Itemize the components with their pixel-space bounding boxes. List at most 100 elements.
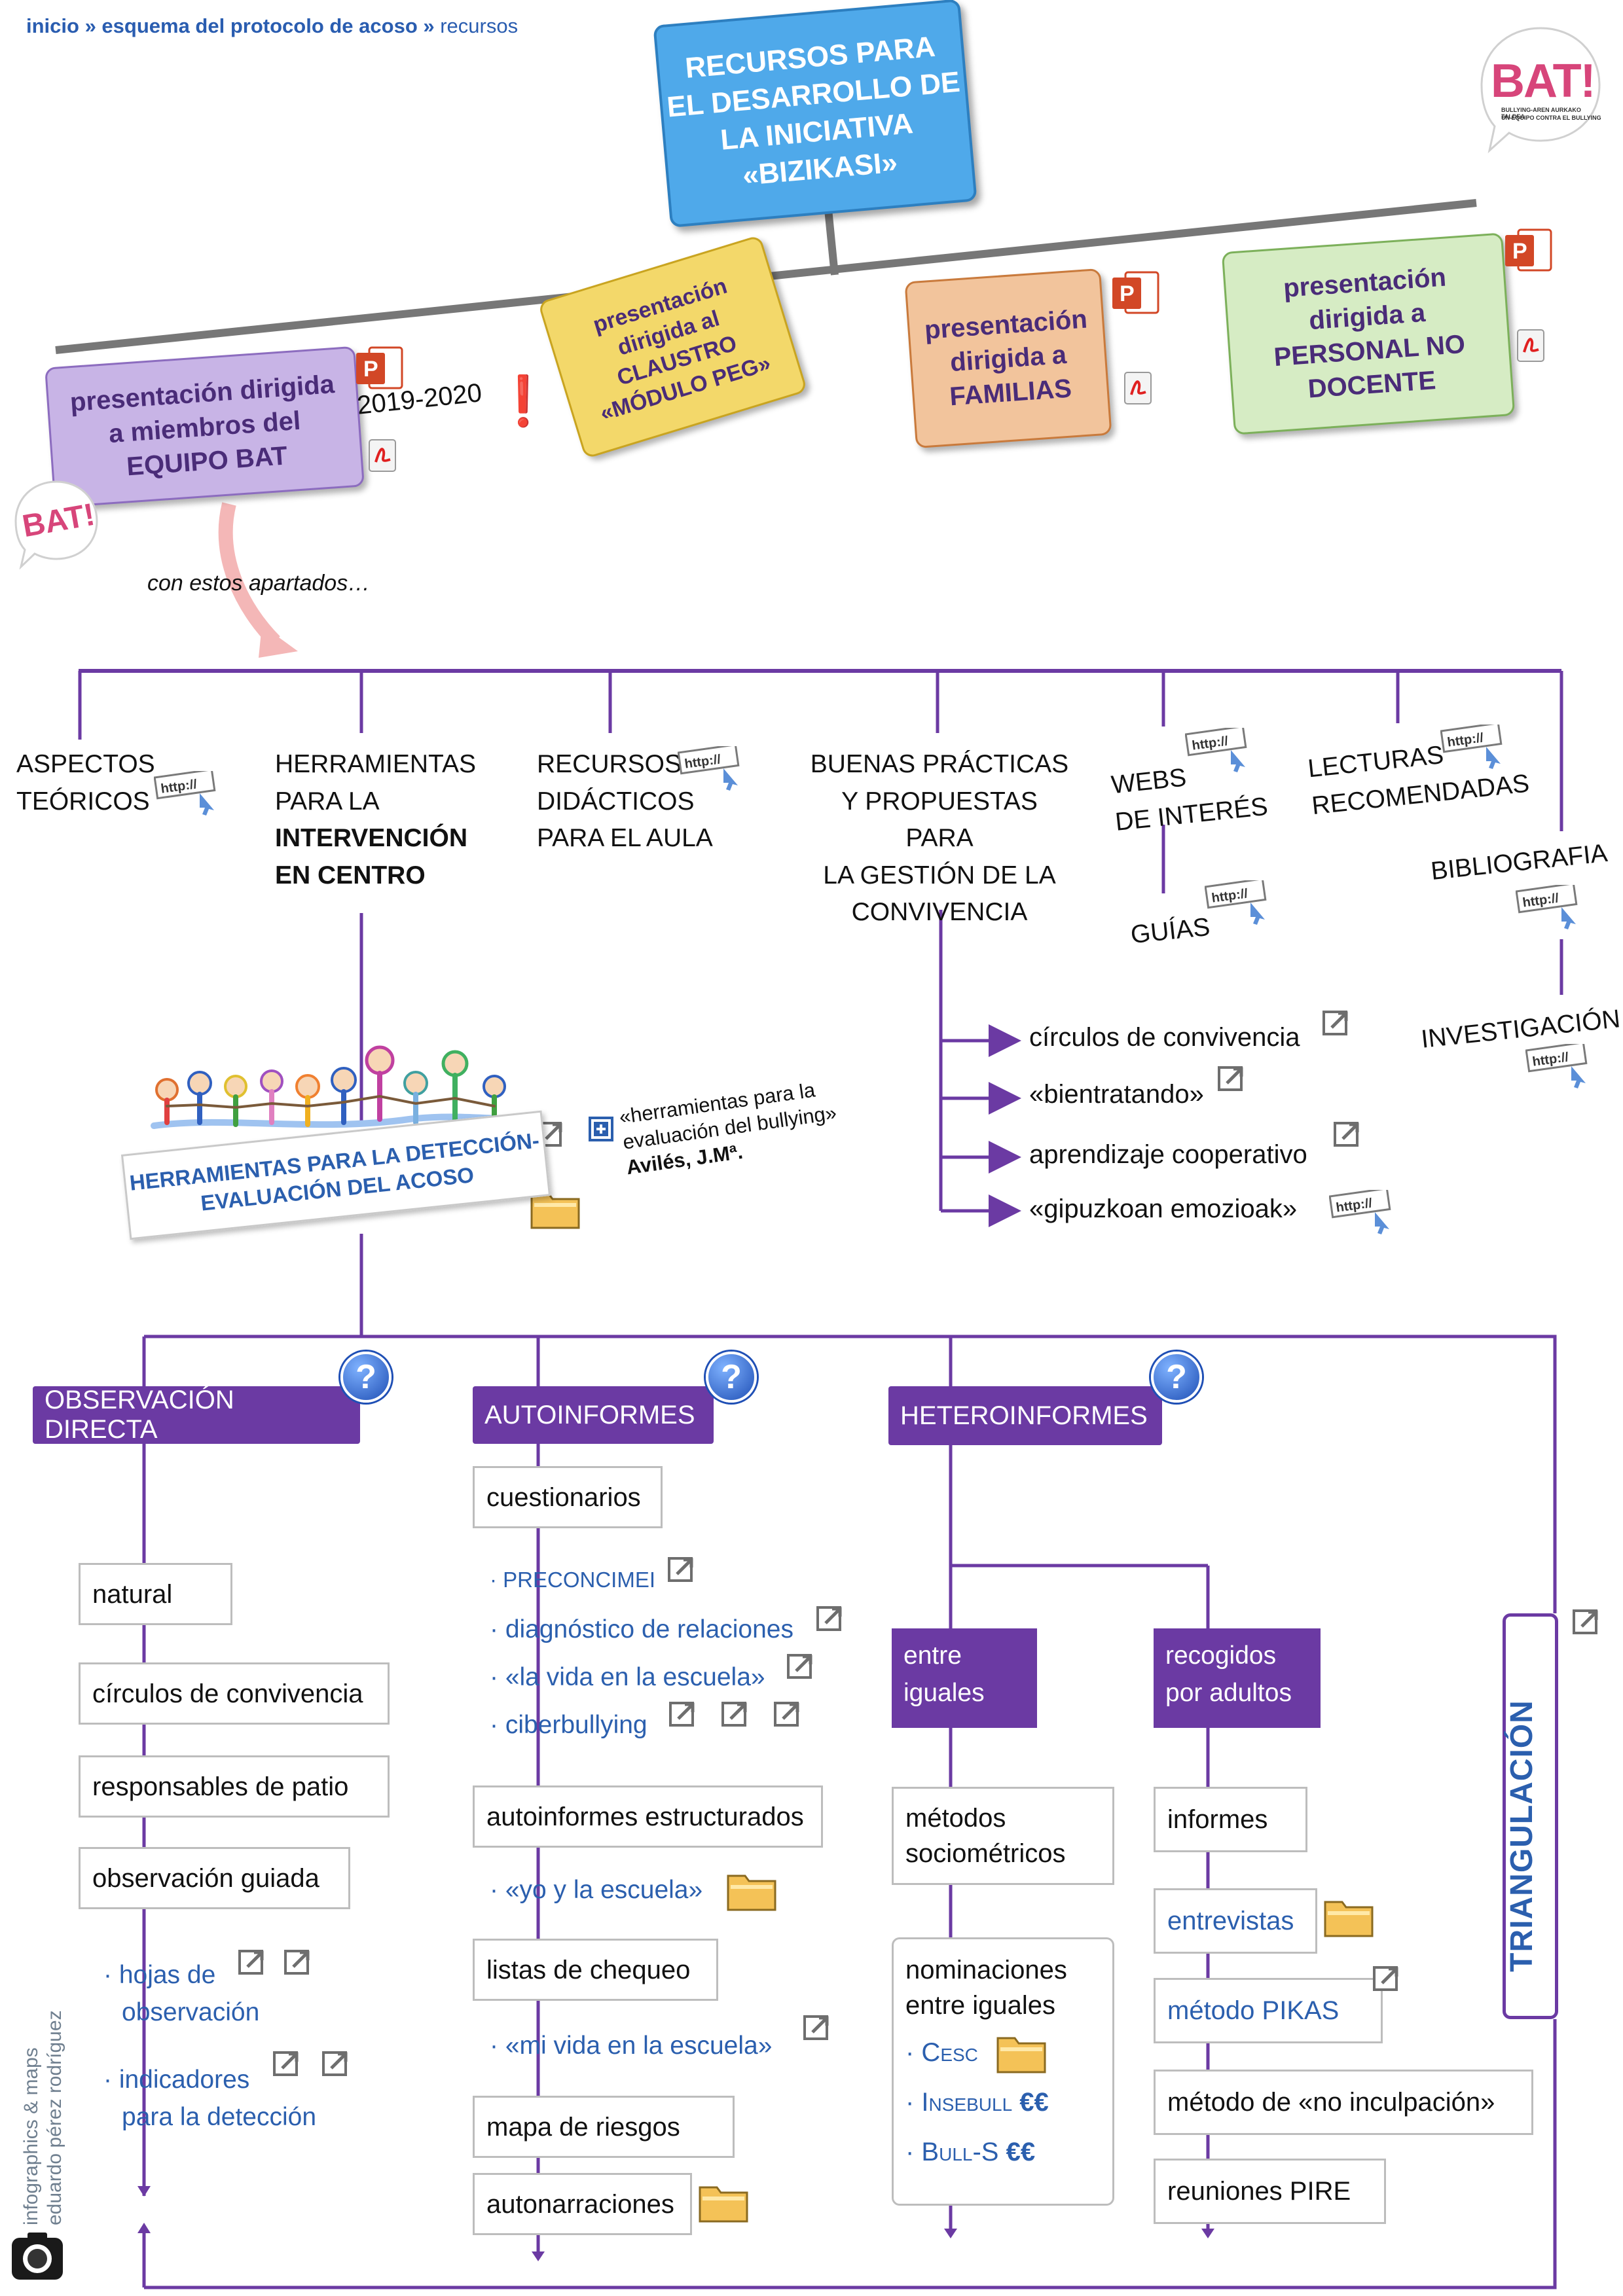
powerpoint-icon[interactable]: P (354, 344, 406, 399)
external-link-icon[interactable] (1216, 1064, 1247, 1097)
category-heteroinformes[interactable]: HETEROINFORMES (888, 1386, 1162, 1445)
external-link-icon[interactable] (720, 1699, 750, 1732)
recogidos-por-adultos-box[interactable]: recogidos por adultos (1154, 1628, 1321, 1728)
section-aspectos-teoricos[interactable]: ASPECTOS TEÓRICOS (16, 746, 155, 820)
http-link-icon[interactable]: http:// (1440, 722, 1509, 774)
external-link-icon[interactable] (1332, 1119, 1362, 1153)
informes-box[interactable]: informes (1154, 1787, 1307, 1852)
http-link-icon[interactable]: http:// (677, 744, 746, 795)
section-label: BUENAS PRÁCTICAS (810, 750, 1069, 778)
external-link-icon[interactable] (1372, 1964, 1402, 1997)
insebull-row[interactable]: · Insebull €€ (905, 2085, 1101, 2120)
pdf-icon[interactable] (1512, 327, 1549, 367)
http-link-icon[interactable]: http:// (1184, 725, 1254, 777)
triangulacion-box[interactable] (1503, 1613, 1558, 2019)
indicadores-link[interactable]: · indicadores para la detección (103, 2062, 316, 2136)
folder-icon[interactable] (697, 2178, 750, 2227)
category-observacion-directa[interactable]: OBSERVACIÓN DIRECTA (33, 1386, 360, 1444)
section-recursos-didacticos[interactable]: RECURSOS DIDÁCTICOS PARA EL AULA (537, 746, 713, 857)
diagnostico-link[interactable]: · diagnóstico de relaciones (490, 1615, 793, 1643)
euro-icon: €€ (1006, 2138, 1036, 2166)
external-link-icon[interactable] (786, 1651, 816, 1685)
ciberbullying-link[interactable]: · ciberbullying (490, 1711, 647, 1739)
bat-logo-small: BAT! (12, 478, 100, 570)
preconcimei-link[interactable]: · PRECONCIMEI (490, 1568, 656, 1592)
breadcrumb-separator: » (79, 14, 102, 37)
vida-escuela-link[interactable]: · «la vida en la escuela» (490, 1663, 765, 1691)
mapa-de-riesgos-box[interactable]: mapa de riesgos (473, 2096, 735, 2158)
hojas-de-observacion-link[interactable]: · hojas de observación (103, 1957, 259, 2031)
box-line: recogidos (1165, 1641, 1277, 1670)
observation-item[interactable]: observación guiada (79, 1847, 350, 1909)
camera-logo-icon (8, 2229, 67, 2291)
powerpoint-icon[interactable]: P (1503, 226, 1555, 281)
yo-y-la-escuela-link[interactable]: · «yo y la escuela» (490, 1876, 703, 1904)
folder-icon[interactable] (725, 1867, 778, 1916)
external-link-icon[interactable] (321, 2049, 351, 2082)
plus-square-icon[interactable] (588, 1116, 614, 1145)
http-link-icon[interactable]: http:// (1515, 882, 1584, 934)
http-link-icon[interactable]: http:// (1204, 878, 1273, 929)
autonarraciones-box[interactable]: autonarraciones (473, 2173, 692, 2235)
pdf-icon[interactable] (1120, 370, 1156, 410)
http-link-icon[interactable]: http:// (1328, 1187, 1398, 1239)
category-autoinformes[interactable]: AUTOINFORMES (473, 1386, 714, 1444)
pdf-icon[interactable] (364, 437, 401, 477)
section-intro-text: con estos apartados… (147, 571, 371, 596)
external-link-icon[interactable] (668, 1699, 698, 1732)
help-icon[interactable]: ? (706, 1352, 757, 1403)
presentation-familias[interactable]: presentación dirigida a FAMILIAS (904, 268, 1112, 449)
entrevistas-box[interactable]: entrevistas (1154, 1888, 1317, 1954)
powerpoint-icon[interactable]: P (1110, 268, 1162, 324)
breadcrumb-separator: » (417, 14, 441, 37)
bat-logo-top: BAT! BULLYING-AREN AURKAKO TALDEA UN EQU… (1476, 23, 1604, 154)
cesc-link[interactable]: · Cesc (905, 2038, 978, 2067)
section-buenas-practicas[interactable]: BUENAS PRÁCTICAS Y PROPUESTAS PARA LA GE… (805, 746, 1074, 931)
external-link-icon[interactable] (237, 1947, 267, 1981)
external-link-icon[interactable] (1571, 1607, 1601, 1640)
nominaciones-box[interactable]: nominaciones entre iguales · Cesc · Inse… (892, 1937, 1114, 2206)
external-link-icon[interactable] (283, 1947, 313, 1981)
observation-item[interactable]: responsables de patio (79, 1755, 390, 1818)
practice-item[interactable]: círculos de convivencia (1029, 1023, 1300, 1052)
cuestionarios-box[interactable]: cuestionarios (473, 1466, 663, 1528)
bulls-row[interactable]: · Bull-S €€ (905, 2134, 1101, 2170)
presentation-personal-no-docente[interactable]: presentación dirigida a PERSONAL NO DOCE… (1221, 232, 1516, 435)
section-herramientas[interactable]: HERRAMIENTAS PARA LA INTERVENCIÓN EN CEN… (275, 746, 476, 894)
folder-icon[interactable] (995, 2029, 1048, 2078)
external-link-icon[interactable] (1321, 1008, 1351, 1041)
external-link-icon[interactable] (773, 1699, 803, 1732)
breadcrumb-scheme-link[interactable]: esquema del protocolo de acoso (101, 14, 418, 37)
help-icon[interactable]: ? (1151, 1352, 1202, 1403)
practice-item[interactable]: «gipuzkoan emozioak» (1029, 1194, 1298, 1223)
box-line: iguales (903, 1678, 985, 1707)
section-label: LA GESTIÓN DE LA (823, 861, 1056, 889)
autoinformes-estructurados-box[interactable]: autoinformes estructurados (473, 1785, 823, 1848)
observation-item[interactable]: natural (79, 1563, 232, 1625)
metodo-pikas-box[interactable]: método PIKAS (1154, 1978, 1383, 2043)
folder-icon[interactable] (1322, 1893, 1375, 1942)
insebull-link: · Insebull (905, 2088, 1013, 2117)
http-link-icon[interactable]: http:// (1525, 1041, 1594, 1093)
breadcrumb-home-link[interactable]: inicio (26, 14, 79, 37)
external-link-icon[interactable] (815, 1604, 845, 1637)
http-link-icon[interactable]: http:// (153, 768, 223, 820)
practice-item[interactable]: aprendizaje cooperativo (1029, 1140, 1307, 1169)
bat-logo-subtitle: UN EQUIPO CONTRA EL BULLYING (1501, 115, 1601, 121)
section-label: CONVIVENCIA (851, 898, 1028, 927)
external-link-icon[interactable] (802, 2013, 832, 2046)
section-label: PARA LA (275, 787, 380, 816)
listas-de-chequeo-box[interactable]: listas de chequeo (473, 1939, 718, 2001)
external-link-icon[interactable] (666, 1554, 697, 1588)
entre-iguales-box[interactable]: entre iguales (892, 1628, 1037, 1728)
external-link-icon[interactable] (272, 2049, 302, 2082)
help-icon[interactable]: ? (340, 1352, 392, 1403)
children-drawing-image (147, 1034, 540, 1145)
no-inculpacion-box[interactable]: método de «no inculpación» (1154, 2070, 1533, 2135)
practice-item[interactable]: «bientratando» (1029, 1080, 1204, 1109)
mi-vida-en-la-escuela-link[interactable]: · «mi vida en la escuela» (490, 2032, 773, 2060)
observation-item[interactable]: círculos de convivencia (79, 1662, 390, 1725)
reuniones-pire-box[interactable]: reuniones PIRE (1154, 2159, 1386, 2224)
metodos-sociometricos-box[interactable]: métodos sociométricos (892, 1787, 1114, 1885)
triangulacion-label: TRIANGULACIÓN (1504, 1700, 1539, 1972)
